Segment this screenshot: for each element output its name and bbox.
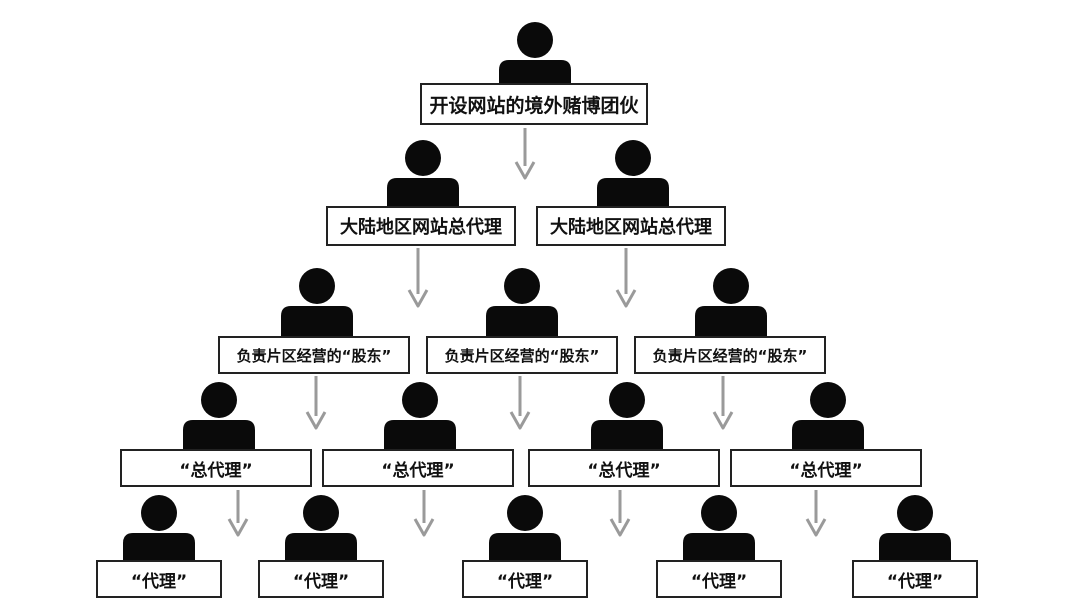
person-silhouette-icon — [695, 268, 767, 336]
person-silhouette-icon — [683, 495, 755, 563]
label-level-4-node-5: “代理” — [852, 560, 978, 598]
label-level-4-node-3: “代理” — [462, 560, 588, 598]
arrow-down-icon — [805, 490, 827, 537]
arrow-down-icon — [615, 248, 637, 308]
person-silhouette-icon — [591, 382, 663, 450]
label-level-1-node-2: 大陆地区网站总代理 — [536, 206, 726, 246]
label-level-4-node-2: “代理” — [258, 560, 384, 598]
person-silhouette-icon — [285, 495, 357, 563]
arrow-down-icon — [227, 490, 249, 537]
label-level-3-node-2: “总代理” — [322, 449, 514, 487]
arrow-down-icon — [407, 248, 429, 308]
label-level-2-node-3: 负责片区经营的“股东” — [634, 336, 826, 374]
person-silhouette-icon — [183, 382, 255, 450]
arrow-down-icon — [609, 490, 631, 537]
label-level-3-node-3: “总代理” — [528, 449, 720, 487]
label-level-4-node-4: “代理” — [656, 560, 782, 598]
label-level-4-node-1: “代理” — [96, 560, 222, 598]
person-silhouette-icon — [281, 268, 353, 336]
arrow-down-icon — [514, 128, 536, 180]
label-level-2-node-2: 负责片区经营的“股东” — [426, 336, 618, 374]
label-level-3-node-4: “总代理” — [730, 449, 922, 487]
arrow-down-icon — [305, 376, 327, 430]
label-level-2-node-1: 负责片区经营的“股东” — [218, 336, 410, 374]
person-silhouette-icon — [384, 382, 456, 450]
person-silhouette-icon — [486, 268, 558, 336]
person-silhouette-icon — [123, 495, 195, 563]
person-silhouette-icon — [387, 140, 459, 208]
label-level-1-node-1: 大陆地区网站总代理 — [326, 206, 516, 246]
label-level-0-node-1: 开设网站的境外赌博团伙 — [420, 83, 648, 125]
person-silhouette-icon — [792, 382, 864, 450]
arrow-down-icon — [413, 490, 435, 537]
person-silhouette-icon — [489, 495, 561, 563]
arrow-down-icon — [509, 376, 531, 430]
person-silhouette-icon — [597, 140, 669, 208]
label-level-3-node-1: “总代理” — [120, 449, 312, 487]
person-silhouette-icon — [879, 495, 951, 563]
arrow-down-icon — [712, 376, 734, 430]
person-silhouette-icon — [499, 22, 571, 90]
